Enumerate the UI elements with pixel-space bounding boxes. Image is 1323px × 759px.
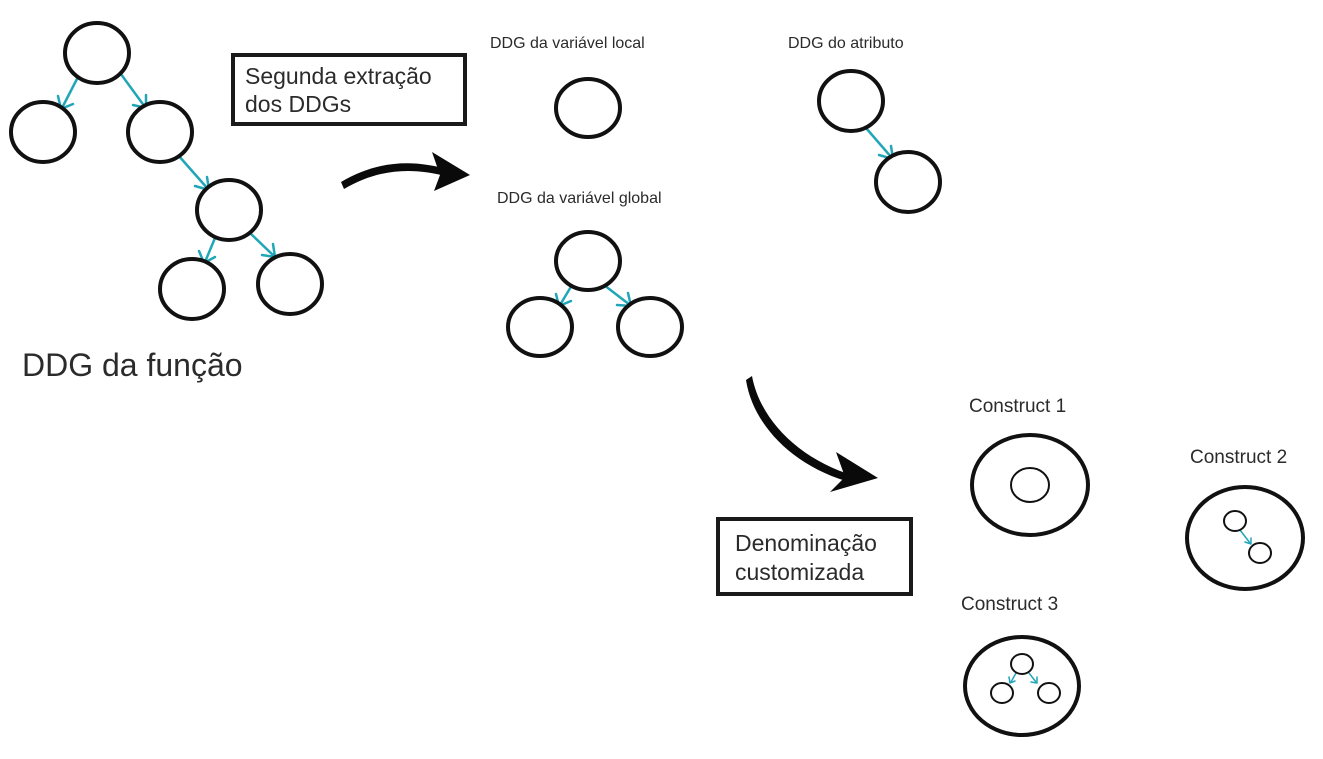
global-var-ddg-node xyxy=(616,296,684,358)
function-ddg-node xyxy=(9,100,77,164)
function-ddg-node xyxy=(158,257,226,321)
local-var-ddg-label: DDG da variável local xyxy=(490,35,645,52)
second-extraction-box: Segunda extração dos DDGs xyxy=(231,53,467,126)
construct-3 xyxy=(963,635,1081,737)
global-var-ddg-node xyxy=(554,230,622,292)
global-var-ddg-label: DDG da variável global xyxy=(497,190,662,207)
function-ddg-node xyxy=(126,100,194,164)
attribute-ddg-graph xyxy=(817,69,942,214)
construct-1-node xyxy=(1010,467,1050,503)
second-extraction-line-1: Segunda extração xyxy=(245,63,432,89)
function-ddg-node xyxy=(195,178,263,242)
construct-3-label: Construct 3 xyxy=(961,594,1058,615)
function-ddg-node xyxy=(256,252,324,316)
second-extraction-line-2: dos DDGs xyxy=(245,91,351,117)
attribute-ddg-node xyxy=(874,150,942,214)
construct-2-container xyxy=(1185,485,1305,591)
flow-arrow-extraction xyxy=(341,152,470,191)
construct-2-label: Construct 2 xyxy=(1190,447,1287,468)
attribute-ddg-label: DDG do atributo xyxy=(788,35,904,52)
attribute-ddg-node xyxy=(817,69,885,133)
function-ddg-label: DDG da função xyxy=(22,347,243,383)
construct-3-container xyxy=(963,635,1081,737)
flow-arrow-naming xyxy=(746,376,878,492)
global-var-ddg-graph xyxy=(506,230,684,358)
construct-3-node xyxy=(1010,653,1034,675)
custom-naming-line-2: customizada xyxy=(735,559,864,585)
construct-1-label: Construct 1 xyxy=(969,396,1066,417)
function-ddg-graph xyxy=(9,21,324,321)
custom-naming-line-1: Denominação xyxy=(735,530,877,556)
construct-3-node xyxy=(990,682,1014,704)
function-ddg-node xyxy=(63,21,131,85)
construct-2 xyxy=(1185,485,1305,591)
construct-3-node xyxy=(1037,682,1061,704)
local-var-ddg-node xyxy=(554,77,622,139)
construct-2-node xyxy=(1248,542,1272,564)
construct-2-node xyxy=(1223,510,1247,532)
custom-naming-box: Denominação customizada xyxy=(716,517,913,596)
construct-1 xyxy=(970,433,1090,537)
global-var-ddg-node xyxy=(506,296,574,358)
